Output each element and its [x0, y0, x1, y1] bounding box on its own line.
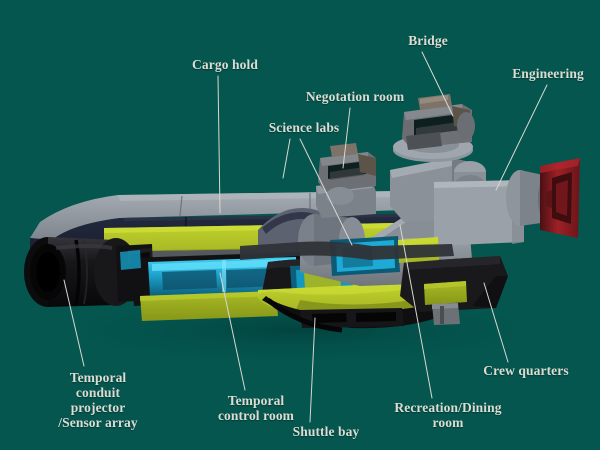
- callout-label-cargo-hold: Cargo hold: [192, 57, 258, 72]
- callout-label-negotation-room: Negotation room: [305, 89, 405, 104]
- callout-label-science-labs: Science labs: [268, 120, 340, 135]
- callout-label-shuttle-bay: Shuttle bay: [292, 424, 360, 439]
- callout-label-recreation-dining-room: Recreation/Dining room: [394, 400, 502, 430]
- callout-label-engineering: Engineering: [512, 66, 584, 81]
- callout-label-temporal-conduit-projector: Temporal conduit projector /Sensor array: [58, 370, 138, 430]
- callout-label-bridge: Bridge: [408, 33, 448, 48]
- callout-label-temporal-control-room: Temporal control room: [217, 393, 295, 423]
- callout-label-crew-quarters: Crew quarters: [483, 363, 569, 378]
